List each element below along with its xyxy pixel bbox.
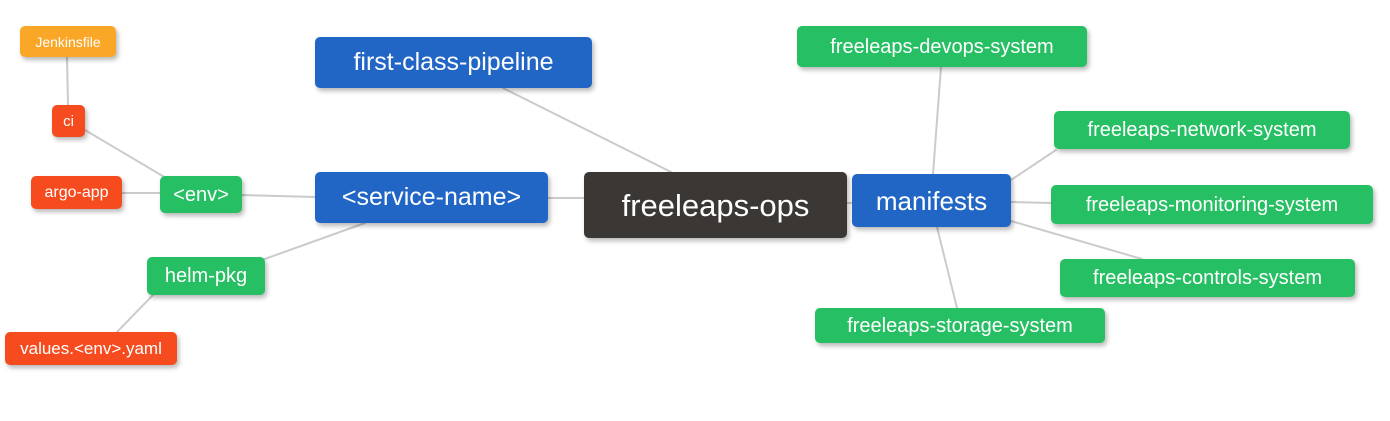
node-freeleaps-ops[interactable]: freeleaps-ops bbox=[584, 172, 847, 238]
node-first-class-pipeline[interactable]: first-class-pipeline bbox=[315, 37, 592, 88]
edge-manifests--freeleaps-network-system bbox=[1010, 149, 1057, 181]
edge-helm-pkg--values-env-yaml bbox=[116, 294, 154, 333]
edge-manifests--freeleaps-controls-system bbox=[1010, 220, 1143, 260]
node-jenkinsfile[interactable]: Jenkinsfile bbox=[20, 26, 116, 57]
node-manifests[interactable]: manifests bbox=[852, 174, 1011, 227]
node-freeleaps-controls-system[interactable]: freeleaps-controls-system bbox=[1060, 259, 1355, 297]
node-freeleaps-network-system[interactable]: freeleaps-network-system bbox=[1054, 111, 1350, 149]
edge-manifests--freeleaps-storage-system bbox=[936, 226, 958, 309]
edge-freeleaps-devops-system--manifests bbox=[932, 66, 942, 175]
node-freeleaps-storage-system[interactable]: freeleaps-storage-system bbox=[815, 308, 1105, 343]
edge-env--service-name bbox=[241, 194, 316, 198]
node-service-name[interactable]: <service-name> bbox=[315, 172, 548, 223]
node-freeleaps-monitoring-system[interactable]: freeleaps-monitoring-system bbox=[1051, 185, 1373, 224]
edge-first-class-pipeline--freeleaps-ops bbox=[502, 87, 672, 173]
node-values-env-yaml[interactable]: values.<env>.yaml bbox=[5, 332, 177, 365]
node-argo-app[interactable]: argo-app bbox=[31, 176, 122, 209]
node-helm-pkg[interactable]: helm-pkg bbox=[147, 257, 265, 295]
edge-ci--env bbox=[84, 129, 167, 179]
node-env[interactable]: <env> bbox=[160, 176, 242, 213]
edge-manifests--freeleaps-monitoring-system bbox=[1010, 201, 1052, 204]
node-freeleaps-devops-system[interactable]: freeleaps-devops-system bbox=[797, 26, 1087, 67]
edge-jenkinsfile--ci bbox=[66, 56, 69, 106]
node-ci[interactable]: ci bbox=[52, 105, 85, 137]
edge-service-name--helm-pkg bbox=[261, 222, 366, 261]
